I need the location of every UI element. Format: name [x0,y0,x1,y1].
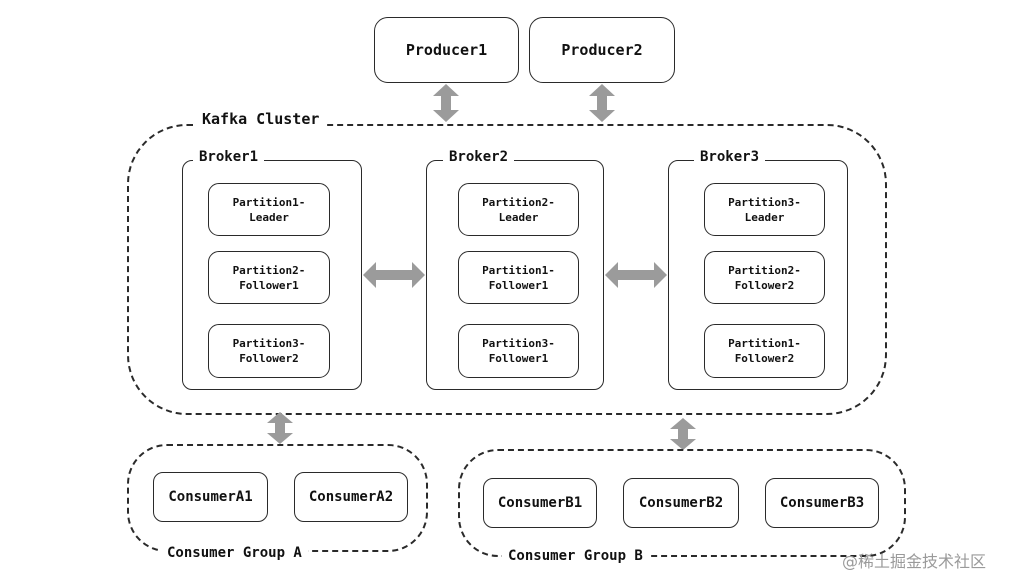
partition-name: Partition2- [728,263,801,277]
broker-3-partition-2: Partition2- Follower2 [704,251,825,304]
consumer-a2-box: ConsumerA2 [294,472,408,522]
partition-name: Partition2- [232,263,306,277]
partition-role: Leader [744,210,785,224]
kafka-cluster-container [127,124,887,415]
consumer-b3-label: ConsumerB3 [779,495,865,511]
producer-2-label: Producer2 [561,41,643,59]
partition-role: Follower2 [734,278,795,292]
partition-role: Leader [249,210,289,224]
producer-1-label: Producer1 [405,41,488,59]
partition-name: Partition1- [482,263,555,277]
producer-2-arrow [589,84,615,122]
partition-name: Partition3- [232,337,306,350]
partition-role: Follower2 [239,352,299,365]
broker-1-2-arrow [363,262,425,288]
partition-name: Partition1- [728,337,801,350]
partition-name: Partition3- [482,337,555,350]
consumer-a2-label: ConsumerA2 [308,489,394,505]
broker-2-label: Broker2 [443,149,515,165]
broker-3-label: Broker3 [694,149,766,165]
producer-1-arrow [433,84,459,122]
partition-name: Partition2- [482,195,555,209]
broker-2-partition-3: Partition3- Follower1 [458,324,579,378]
broker-1-partition-3: Partition3- Follower2 [208,324,330,378]
kafka-cluster-label: Kafka Cluster [196,110,326,128]
consumer-b2-label: ConsumerB2 [638,495,724,511]
consumer-a1-box: ConsumerA1 [153,472,268,522]
consumer-group-a-label: Consumer Group A [161,545,308,561]
group-a-arrow [267,412,293,444]
group-b-arrow [670,418,696,450]
consumer-group-b-label: Consumer Group B [502,548,649,564]
broker-1-label: Broker1 [193,149,265,165]
partition-role: Follower1 [239,278,299,292]
consumer-a1-label: ConsumerA1 [168,489,253,505]
partition-role: Follower1 [488,278,549,292]
producer-1-box: Producer1 [374,17,519,83]
partition-role: Follower1 [488,352,549,365]
partition-name: Partition1- [232,195,306,209]
partition-role: Leader [498,210,539,224]
consumer-b2-box: ConsumerB2 [623,478,739,528]
producer-2-box: Producer2 [529,17,675,83]
broker-2-partition-2: Partition1- Follower1 [458,251,579,304]
broker-2-partition-1: Partition2- Leader [458,183,579,236]
broker-3-partition-1: Partition3- Leader [704,183,825,236]
partition-role: Follower2 [734,352,795,365]
broker-3-partition-3: Partition1- Follower2 [704,324,825,378]
broker-1-partition-1: Partition1- Leader [208,183,330,236]
broker-1-partition-2: Partition2- Follower1 [208,251,330,304]
consumer-group-b-container [458,449,906,557]
broker-2-3-arrow [605,262,667,288]
consumer-b1-box: ConsumerB1 [483,478,597,528]
partition-name: Partition3- [728,195,801,209]
consumer-b1-label: ConsumerB1 [497,495,583,511]
consumer-b3-box: ConsumerB3 [765,478,879,528]
watermark-text: @稀土掘金技术社区 [842,552,987,571]
